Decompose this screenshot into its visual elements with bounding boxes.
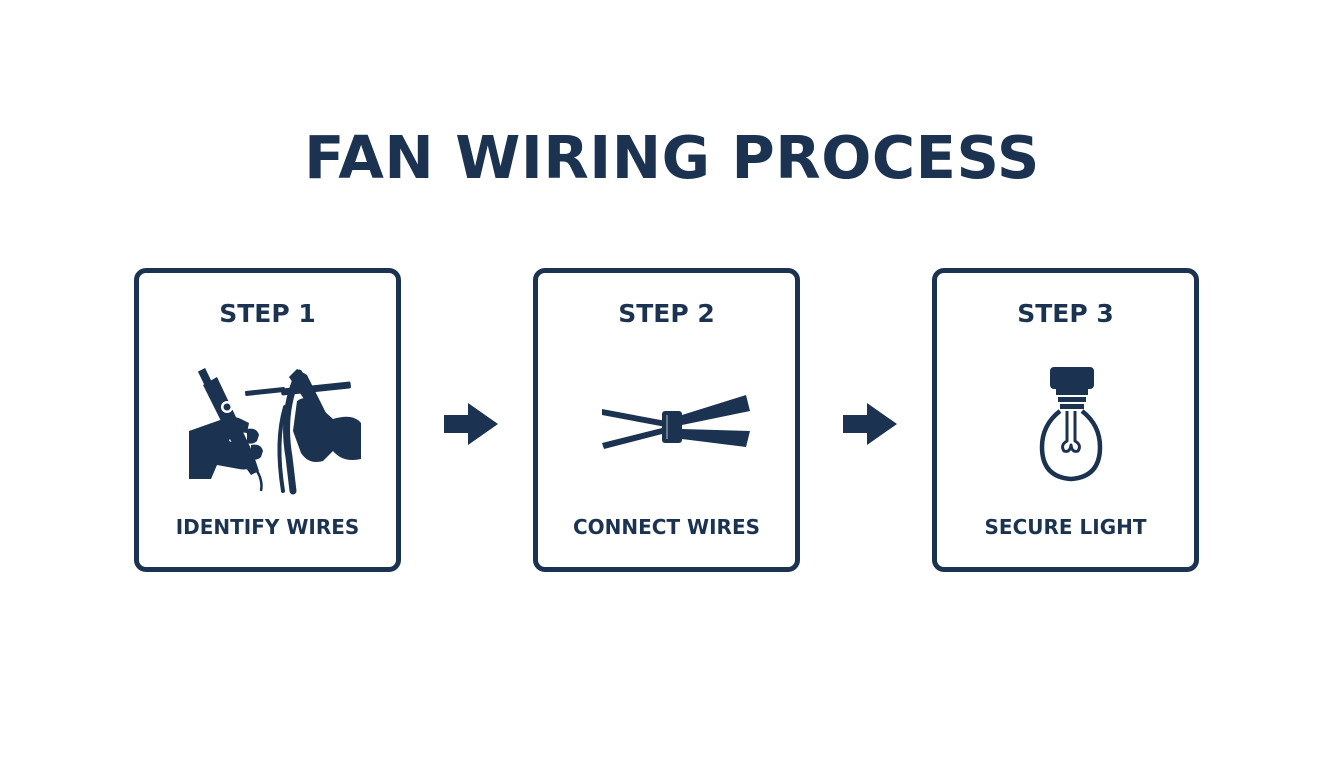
step-1-card: STEP 1 IDENTIFY WIRES (134, 268, 401, 572)
step-2-card: STEP 2 CONNECT WIRES (533, 268, 800, 572)
hands-wire-tester-icon (189, 368, 361, 495)
arrow-right-icon (444, 403, 498, 445)
step-2-caption: CONNECT WIRES (572, 515, 761, 539)
step-2-label: STEP 2 (618, 299, 715, 328)
step-3-caption: SECURE LIGHT (984, 515, 1147, 539)
step-3-label: STEP 3 (1017, 299, 1114, 328)
wire-connector-icon (602, 395, 750, 449)
step-1-caption: IDENTIFY WIRES (175, 515, 360, 539)
step-1-label: STEP 1 (219, 299, 316, 328)
step-3-card: STEP 3 SECURE LIGHT (932, 268, 1199, 572)
light-bulb-icon (1039, 367, 1103, 482)
page-title: FAN WIRING PROCESS (304, 123, 1040, 192)
arrow-right-icon (843, 403, 897, 445)
